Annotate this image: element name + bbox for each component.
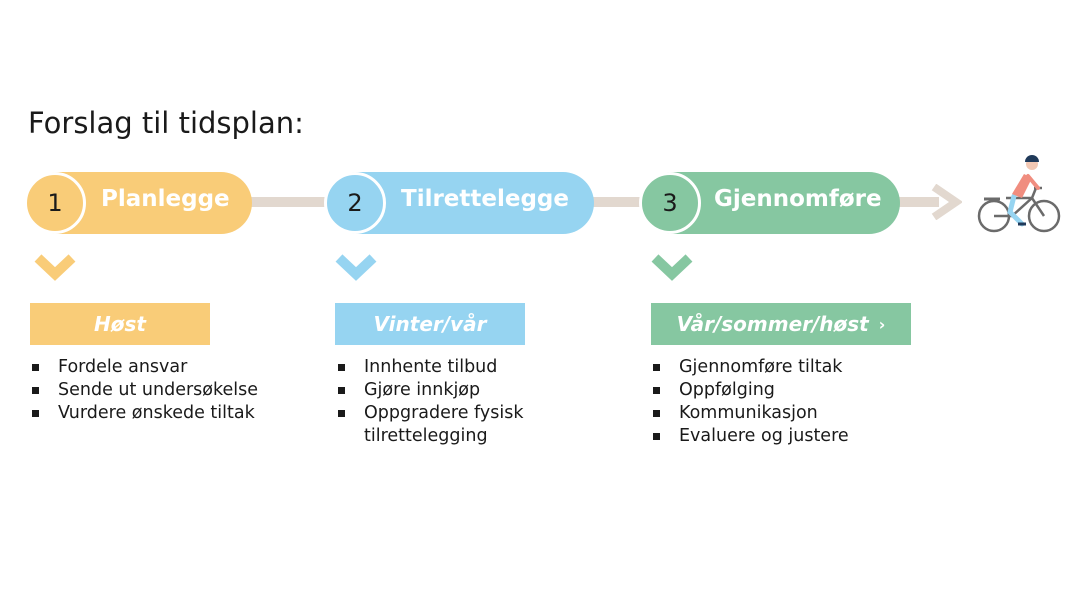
list-item: Sende ut undersøkelse [30, 379, 258, 402]
list-item: Gjennomføre tiltak [651, 356, 849, 379]
phase-2-number: 2 [324, 172, 386, 234]
chevron-down-icon [335, 254, 377, 281]
page-title: Forslag til tidsplan: [28, 106, 304, 140]
list-item: Vurdere ønskede tiltak [30, 402, 258, 425]
season-box-1: Høst [30, 303, 210, 345]
list-item-continuation: tilrettelegging [364, 426, 488, 446]
list-item: Oppgradere fysisk [336, 402, 523, 425]
list-item: Kommunikasjon [651, 402, 849, 425]
cyclist-icon [977, 155, 1061, 233]
phase-2-label: Tilrettelegge [401, 186, 569, 212]
phase-3-number: 3 [639, 172, 701, 234]
phase-3-list: Gjennomføre tiltak Oppfølging Kommunikas… [651, 356, 849, 448]
list-item: Oppfølging [651, 379, 849, 402]
season-label: Høst [94, 312, 146, 336]
list-item: Gjøre innkjøp [336, 379, 523, 402]
phase-1-list: Fordele ansvar Sende ut undersøkelse Vur… [30, 356, 258, 425]
season-box-2: Vinter/vår [335, 303, 525, 345]
list-item: Evaluere og justere [651, 425, 849, 448]
list-item: Fordele ansvar [30, 356, 258, 379]
season-label: Vår/sommer/høst [676, 312, 869, 336]
season-box-3: Vår/sommer/høst › [651, 303, 911, 345]
phase-3-label: Gjennomføre [714, 186, 882, 212]
connector-2-3 [588, 197, 652, 207]
phase-1-label: Planlegge [101, 186, 230, 212]
chevron-down-icon [34, 254, 76, 281]
chevron-down-icon [651, 254, 693, 281]
arrow-right-icon [931, 184, 962, 220]
phase-1-number: 1 [24, 172, 86, 234]
connector-3-end [893, 197, 939, 207]
list-item: Innhente tilbud [336, 356, 523, 379]
connector-1-2 [245, 197, 340, 207]
phase-2-list: Innhente tilbud Gjøre innkjøp Oppgradere… [336, 356, 523, 448]
chevron-right-icon: › [878, 314, 886, 334]
season-label: Vinter/vår [373, 312, 487, 336]
